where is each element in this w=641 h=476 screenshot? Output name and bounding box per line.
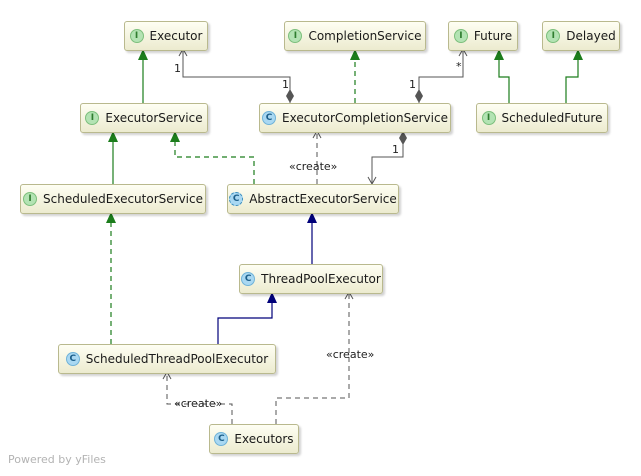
class-icon: C — [65, 352, 80, 366]
node-label: ScheduledFuture — [501, 111, 603, 125]
node-delayed[interactable]: I Delayed — [542, 21, 620, 51]
node-thread-pool-executor[interactable]: C ThreadPoolExecutor — [239, 264, 383, 294]
edge-abstract-executorservice — [170, 131, 255, 184]
node-completion-service[interactable]: I CompletionService — [284, 21, 426, 51]
node-label: Executors — [234, 432, 294, 446]
node-label: Executor — [149, 29, 203, 43]
node-abstract-executor-service[interactable]: C AbstractExecutorService — [227, 184, 399, 214]
edge-scheduledfuture-future — [494, 49, 510, 103]
class-icon: C — [241, 272, 256, 286]
node-label: Delayed — [566, 29, 616, 43]
edge-executor-ecs — [182, 49, 291, 103]
node-label: ExecutorCompletionService — [282, 111, 448, 125]
node-label: ExecutorService — [105, 111, 203, 125]
edge-executor-ecs-diamond — [286, 89, 294, 103]
edge-stpe-threadpool — [217, 292, 277, 344]
node-executor-service[interactable]: I ExecutorService — [80, 103, 208, 133]
powered-by-footer: Powered by yFiles — [8, 453, 106, 466]
edge-create-executors-stpe — [166, 372, 233, 424]
node-label: AbstractExecutorService — [249, 192, 397, 206]
node-scheduled-thread-pool-executor[interactable]: C ScheduledThreadPoolExecutor — [58, 344, 276, 374]
node-scheduled-executor-service[interactable]: I ScheduledExecutorService — [20, 184, 206, 214]
edge-ecs-abstract — [371, 131, 404, 184]
node-label: Future — [473, 29, 513, 43]
interface-icon: I — [546, 29, 561, 43]
interface-icon: I — [481, 111, 496, 125]
node-future[interactable]: I Future — [448, 21, 518, 51]
mult-label: 1 — [409, 78, 416, 91]
edge-ecs-abstract-diamond — [399, 131, 407, 145]
mult-label: 1 — [174, 62, 181, 75]
node-executors[interactable]: C Executors — [209, 424, 299, 454]
edge-future-ecs-diamond — [415, 89, 423, 103]
create-label: «create» — [289, 160, 338, 173]
interface-icon: I — [288, 29, 303, 43]
class-icon: C — [262, 111, 277, 125]
interface-icon: I — [85, 111, 100, 125]
mult-label: 1 — [392, 143, 399, 156]
abstract-class-icon: C — [229, 192, 244, 206]
node-label: ScheduledThreadPoolExecutor — [85, 352, 269, 366]
node-scheduled-future[interactable]: I ScheduledFuture — [476, 103, 608, 133]
node-label: ScheduledExecutorService — [43, 192, 203, 206]
create-label: «create» — [174, 397, 223, 410]
edge-future-ecs — [418, 49, 464, 103]
mult-label: * — [456, 60, 462, 73]
edge-scheduledfuture-delayed — [565, 49, 583, 103]
node-executor[interactable]: I Executor — [124, 21, 208, 51]
node-label: CompletionService — [308, 29, 422, 43]
edge-create-executors-threadpool — [275, 292, 350, 424]
node-label: ThreadPoolExecutor — [261, 272, 381, 286]
interface-icon: I — [23, 192, 37, 206]
mult-label: 1 — [282, 78, 289, 91]
interface-icon: I — [129, 29, 144, 43]
create-label: «create» — [326, 348, 375, 361]
node-executor-completion-service[interactable]: C ExecutorCompletionService — [259, 103, 451, 133]
class-icon: C — [214, 432, 229, 446]
interface-icon: I — [453, 29, 468, 43]
